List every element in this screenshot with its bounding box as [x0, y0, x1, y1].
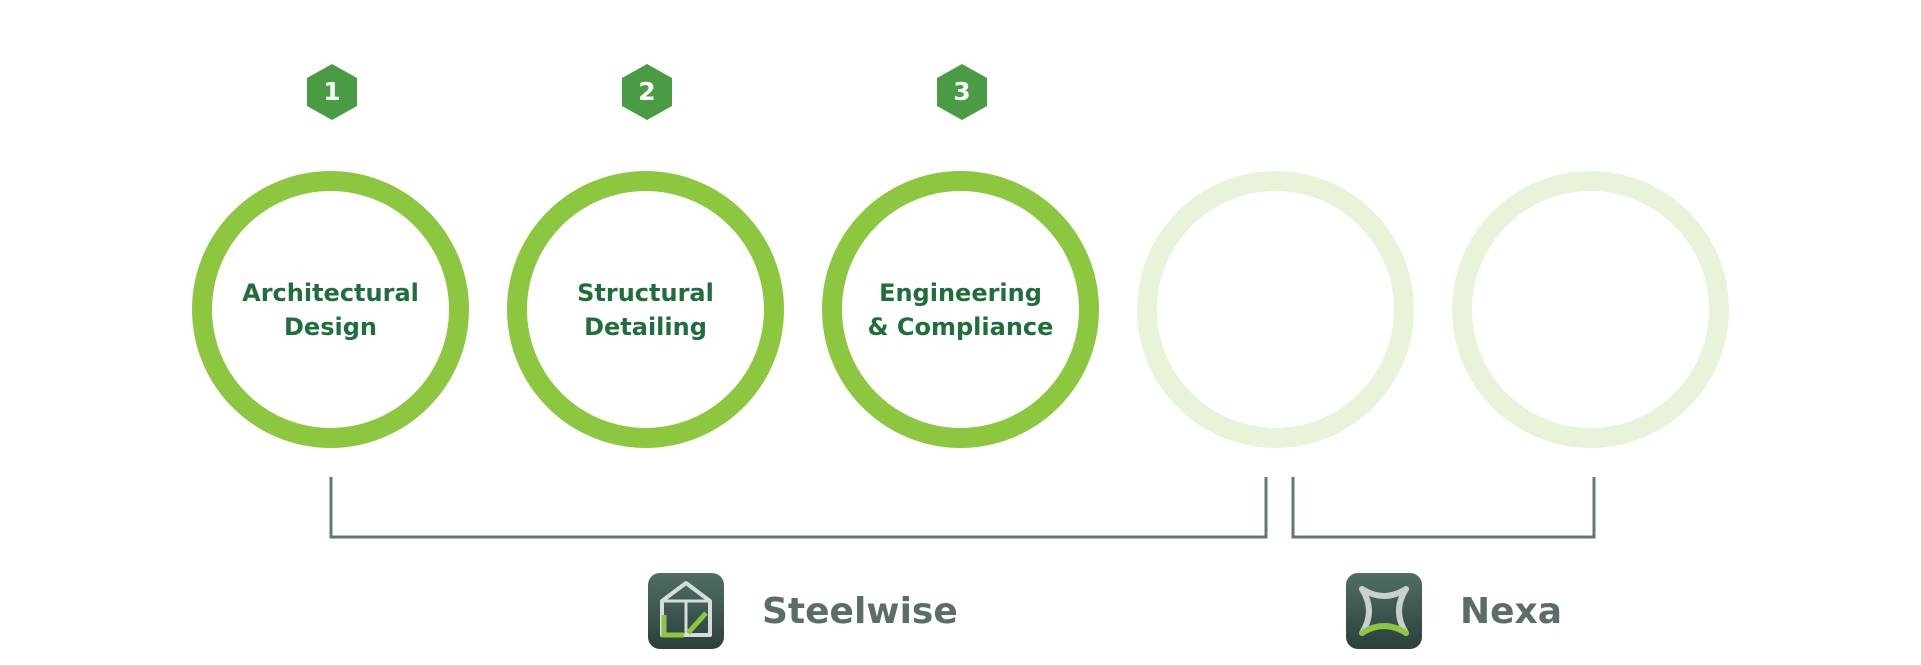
steelwise-logo-icon [648, 573, 724, 649]
nexa-name: Nexa [1460, 590, 1563, 632]
steelwise-name: Steelwise [762, 590, 958, 632]
step-2-badge: 2 [621, 63, 673, 121]
step-1-label: Architectural Design [242, 278, 419, 341]
nexa-logo-icon [1346, 573, 1422, 649]
step-2-label: Structural Detailing [577, 278, 714, 341]
step-1-number: 1 [323, 77, 341, 106]
steelwise-bracket [329, 477, 1268, 539]
product-steelwise: Steelwise [648, 573, 958, 649]
nexa-bracket [1291, 477, 1596, 539]
product-nexa: Nexa [1346, 573, 1562, 649]
step-3-badge: 3 [936, 63, 988, 121]
step-2-number: 2 [638, 77, 656, 106]
step-1-badge: 1 [306, 63, 358, 121]
step-3-number: 3 [953, 77, 971, 106]
step-3-label: Engineering & Compliance [867, 278, 1054, 341]
